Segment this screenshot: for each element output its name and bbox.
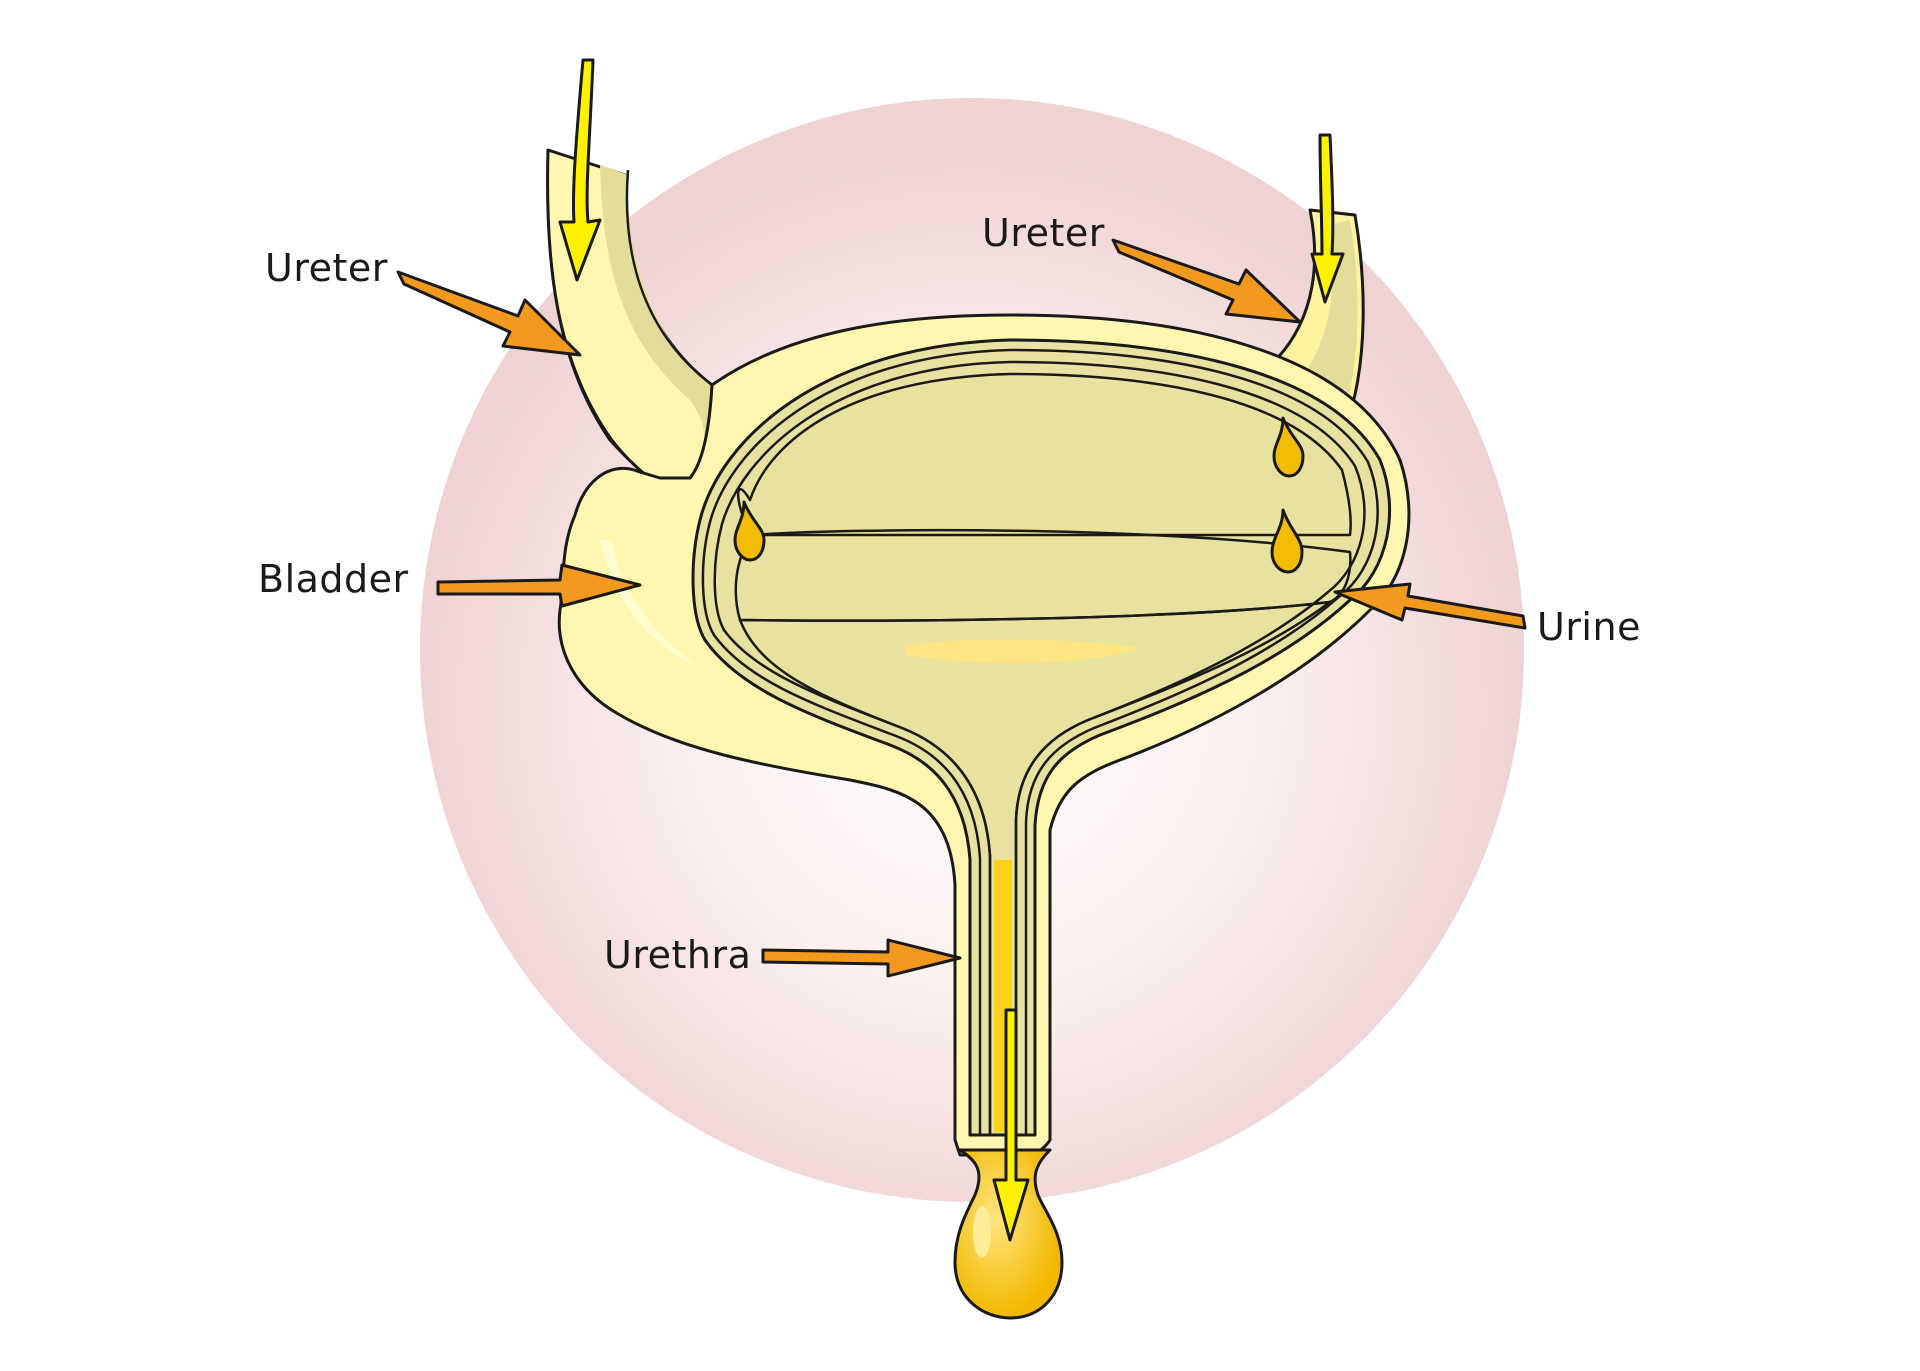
- ureter-right-pointer: [1111, 238, 1302, 324]
- urine-droplets: [733, 416, 1305, 574]
- label-bladder: Bladder: [258, 557, 409, 601]
- flow-arrows: [558, 58, 1345, 1242]
- label-urethra: Urethra: [604, 933, 751, 977]
- flow-arrow-urethra: [992, 1008, 1030, 1242]
- flow-arrow-left-ureter: [558, 58, 602, 282]
- ureter-left-pointer: [396, 270, 582, 357]
- flow-arrow-right-ureter: [1310, 133, 1345, 304]
- urine-body: [738, 600, 1332, 1137]
- bladder-pointer: [436, 563, 642, 608]
- urine-pointer: [1333, 582, 1527, 630]
- urethra-pointer: [761, 938, 962, 978]
- label-ureter-right: Ureter: [982, 211, 1105, 255]
- label-arrows: [396, 238, 1527, 978]
- label-ureter-left: Ureter: [265, 246, 388, 290]
- label-urine: Urine: [1537, 605, 1641, 649]
